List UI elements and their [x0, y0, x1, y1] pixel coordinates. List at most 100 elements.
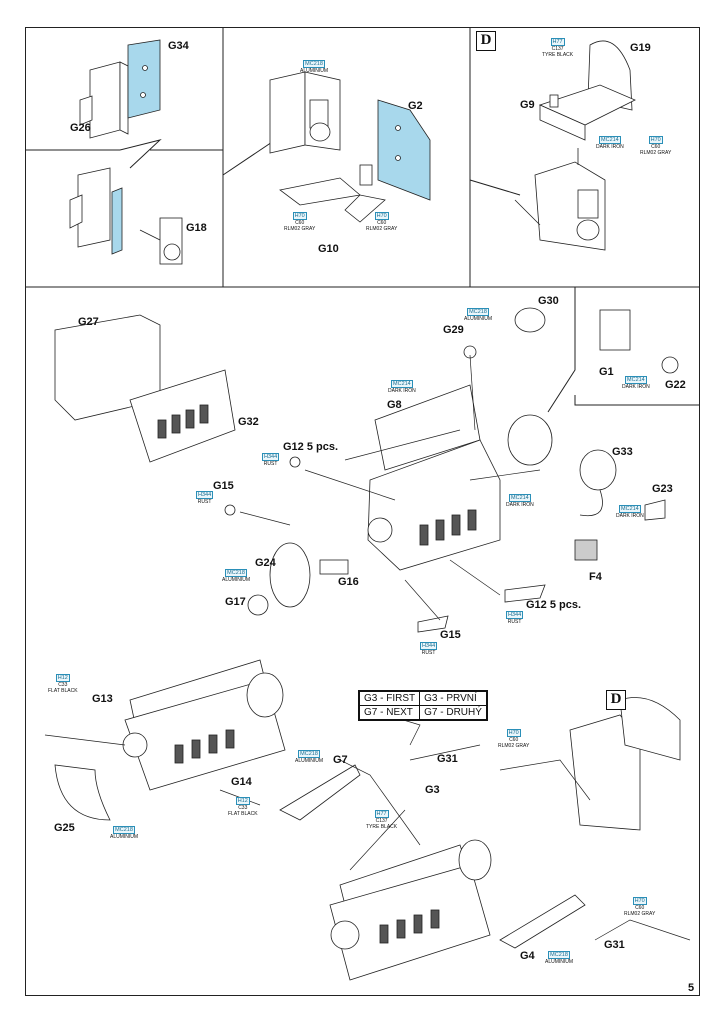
paint-code: H70 — [506, 729, 521, 737]
paint-code: MC218 — [225, 569, 247, 577]
legend-g7-en: G7 - NEXT — [358, 705, 421, 720]
paint-code: C137 — [375, 818, 388, 824]
step-marker-bottom: D — [606, 690, 626, 710]
part-label-g33: G33 — [612, 446, 633, 458]
paint-name: DARK IRON — [506, 502, 534, 508]
paint-name: RLM02 GRAY — [624, 911, 656, 917]
paint-name: DARK IRON — [616, 513, 644, 519]
part-label-g9: G9 — [520, 99, 535, 111]
paint-code: C60 — [295, 220, 305, 226]
paint-code: MC214 — [599, 136, 621, 144]
part-label-g32: G32 — [238, 416, 259, 428]
part-label-g34: G34 — [168, 40, 189, 52]
legend-g3-en: G3 - FIRST — [358, 691, 421, 706]
paint-name: ALUMINIUM — [545, 959, 574, 965]
paint-code: H70 — [648, 136, 663, 144]
paint-code: MC218 — [467, 308, 489, 316]
part-label-g4: G4 — [520, 950, 535, 962]
paint-name: RLM02 GRAY — [366, 226, 398, 232]
paint-code: MC214 — [625, 376, 647, 384]
paint-name: RLM02 GRAY — [640, 150, 672, 156]
part-label-g25: G25 — [54, 822, 75, 834]
part-label-g31-top: G31 — [437, 753, 458, 765]
part-label-g7: G7 — [333, 754, 348, 766]
paint-code: H70 — [374, 212, 389, 220]
paint-code: C33 — [238, 805, 248, 811]
paint-name: RLM02 GRAY — [284, 226, 316, 232]
paint-code: C60 — [509, 737, 519, 743]
paint-name: TYRE BLACK — [366, 824, 398, 830]
part-label-g2: G2 — [408, 100, 423, 112]
step-marker-top: D — [476, 31, 496, 51]
paint-name: ALUMINIUM — [110, 834, 139, 840]
paint-code: H77 — [374, 810, 389, 818]
paint-code: MC214 — [391, 380, 413, 388]
paint-code: C60 — [635, 905, 645, 911]
part-label-g19: G19 — [630, 42, 651, 54]
part-label-g29: G29 — [443, 324, 464, 336]
part-label-g8: G8 — [387, 399, 402, 411]
paint-name: RLM02 GRAY — [498, 743, 530, 749]
part-label-g1: G1 — [599, 366, 614, 378]
part-label-g3: G3 — [425, 784, 440, 796]
paint-name: RUST — [421, 650, 436, 656]
paint-code: H344 — [420, 642, 438, 650]
paint-code: H77 — [550, 38, 565, 46]
paint-name: ALUMINIUM — [222, 577, 251, 583]
part-label-g22: G22 — [665, 379, 686, 391]
paint-code: C60 — [377, 220, 387, 226]
paint-code: MC218 — [298, 750, 320, 758]
paint-code: MC214 — [619, 505, 641, 513]
part-label-g12-top: G12 5 pcs. — [283, 441, 339, 453]
part-label-g16: G16 — [338, 576, 359, 588]
paint-name: RUST — [197, 499, 212, 505]
part-label-g10: G10 — [318, 243, 339, 255]
part-label-g27: G27 — [78, 316, 99, 328]
paint-name: ALUMINIUM — [295, 758, 324, 764]
paint-name: DARK IRON — [596, 144, 624, 150]
paint-code: MC214 — [509, 494, 531, 502]
paint-name: FLAT BLACK — [228, 811, 258, 817]
part-label-g23: G23 — [652, 483, 673, 495]
paint-code: MC218 — [113, 826, 135, 834]
part-label-g26: G26 — [70, 122, 91, 134]
legend-g7-cz: G7 - DRUHÝ — [419, 705, 487, 720]
paint-name: DARK IRON — [622, 384, 650, 390]
paint-code: H70 — [292, 212, 307, 220]
paint-name: FLAT BLACK — [48, 688, 78, 694]
legend-g3-cz: G3 - PRVNÍ — [419, 691, 487, 706]
part-label-g31-bottom: G31 — [604, 939, 625, 951]
assembly-order-legend: G3 - FIRST G3 - PRVNÍ G7 - NEXT G7 - DRU… — [358, 690, 488, 721]
paint-code: C60 — [651, 144, 661, 150]
part-label-g12-bottom: G12 5 pcs. — [526, 599, 582, 611]
part-label-g24: G24 — [255, 557, 276, 569]
part-label-f4: F4 — [589, 571, 602, 583]
part-label-g17: G17 — [225, 596, 246, 608]
paint-code: H12 — [55, 674, 70, 682]
paint-code: MC218 — [303, 60, 325, 68]
paint-name: ALUMINIUM — [300, 68, 329, 74]
part-label-g15-bottom: G15 — [440, 629, 461, 641]
paint-code: H70 — [632, 897, 647, 905]
paint-name: RUST — [263, 461, 278, 467]
paint-name: RUST — [507, 619, 522, 625]
paint-code: MC218 — [548, 951, 570, 959]
